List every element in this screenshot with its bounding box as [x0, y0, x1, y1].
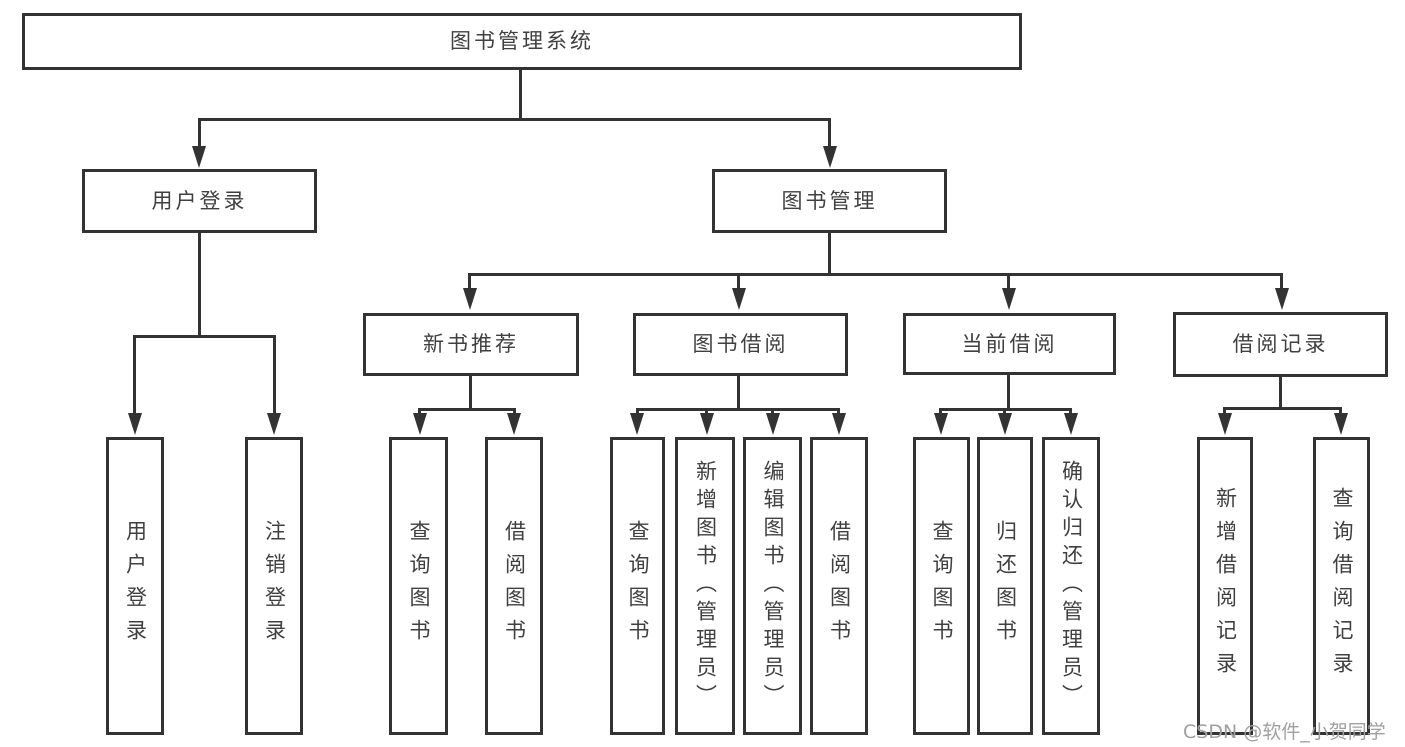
- leaf-logout: 注销登录: [245, 437, 303, 735]
- node-label: 图书管理: [781, 188, 878, 213]
- node-user-login: 用户登录: [82, 169, 317, 233]
- connector-line: [418, 408, 421, 416]
- connector-line: [636, 408, 639, 416]
- leaf-return-book: 归还图书: [977, 437, 1033, 735]
- connector-line: [1280, 273, 1283, 290]
- node-label: 当前借阅: [961, 331, 1058, 356]
- node-label: 归还图书: [993, 520, 1018, 652]
- node-label: 编辑图书（管理员）: [761, 460, 785, 712]
- leaf-confirm-return-admin: 确认归还（管理员）: [1042, 437, 1100, 735]
- arrow-down-icon: [832, 413, 846, 435]
- leaf-borrow-books-recommend: 借阅图书: [485, 437, 543, 735]
- arrow-down-icon: [934, 413, 948, 435]
- connector-line: [468, 273, 471, 290]
- node-label: 图书管理系统: [450, 29, 594, 53]
- arrow-down-icon: [823, 146, 837, 168]
- connector-line: [837, 408, 840, 416]
- connector-line: [469, 273, 1283, 276]
- connector-line: [198, 233, 201, 335]
- connector-line: [939, 408, 942, 416]
- connector-line: [1223, 407, 1342, 410]
- leaf-query-borrow-record: 查询借阅记录: [1313, 437, 1370, 735]
- arrow-down-icon: [732, 288, 746, 310]
- connector-line: [1007, 273, 1010, 290]
- connector-line: [636, 408, 840, 411]
- arrow-down-icon: [463, 288, 477, 310]
- arrow-down-icon: [267, 413, 281, 435]
- leaf-add-borrow-record: 新增借阅记录: [1197, 437, 1253, 735]
- node-label: 用户登录: [151, 188, 248, 213]
- node-borrow-records: 借阅记录: [1173, 312, 1388, 377]
- connector-line: [133, 335, 276, 338]
- connector-line: [469, 376, 472, 410]
- connector-line: [771, 408, 774, 416]
- arrow-down-icon: [998, 413, 1012, 435]
- connector-line: [198, 118, 831, 121]
- node-root-library-system: 图书管理系统: [22, 13, 1022, 70]
- connector-line: [418, 408, 516, 411]
- node-label: 用户登录: [123, 520, 148, 652]
- node-label: 图书借阅: [692, 332, 789, 356]
- arrow-down-icon: [1064, 413, 1078, 435]
- node-label: 查询图书: [626, 520, 650, 652]
- leaf-edit-book-admin: 编辑图书（管理员）: [743, 437, 802, 735]
- arrow-down-icon: [507, 413, 521, 435]
- connector-line: [1339, 407, 1342, 416]
- connector-line: [198, 118, 201, 148]
- connector-line: [1223, 407, 1226, 416]
- leaf-query-books-recommend: 查询图书: [389, 437, 448, 735]
- connector-line: [828, 233, 831, 273]
- arrow-down-icon: [128, 413, 142, 435]
- connector-line: [519, 70, 522, 120]
- connector-line: [737, 376, 740, 410]
- node-label: 借阅图书: [502, 520, 527, 652]
- connector-line: [513, 408, 516, 416]
- node-label: 注销登录: [262, 520, 287, 652]
- arrow-down-icon: [1002, 288, 1016, 310]
- leaf-query-books-borrowing: 查询图书: [610, 437, 665, 735]
- arrow-down-icon: [630, 413, 644, 435]
- connector-line: [133, 335, 136, 415]
- connector-line: [828, 118, 831, 148]
- node-label: 借阅记录: [1232, 332, 1329, 356]
- connector-line: [1003, 408, 1006, 416]
- arrow-down-icon: [700, 413, 714, 435]
- connector-line: [705, 408, 708, 416]
- connector-line: [273, 335, 276, 415]
- node-label: 新增借阅记录: [1213, 487, 1238, 685]
- arrow-down-icon: [1334, 413, 1348, 435]
- node-label: 查询图书: [930, 520, 954, 652]
- leaf-query-books-current: 查询图书: [913, 437, 970, 735]
- leaf-borrow-books: 借阅图书: [810, 437, 868, 735]
- csdn-watermark: CSDN @软件_小贺同学: [1183, 721, 1386, 743]
- arrow-down-icon: [1218, 413, 1232, 435]
- node-label: 新书推荐: [423, 332, 519, 356]
- node-current-borrowing: 当前借阅: [903, 313, 1116, 375]
- node-label: 查询图书: [407, 520, 431, 652]
- connector-line: [737, 273, 740, 290]
- node-book-borrowing: 图书借阅: [633, 313, 848, 376]
- node-book-management: 图书管理: [712, 169, 947, 233]
- connector-line: [1007, 375, 1010, 410]
- leaf-user-login: 用户登录: [106, 437, 164, 735]
- node-label: 查询借阅记录: [1330, 487, 1354, 685]
- leaf-add-book-admin: 新增图书（管理员）: [675, 437, 735, 735]
- arrow-down-icon: [413, 413, 427, 435]
- connector-line: [1069, 408, 1072, 416]
- node-label: 新增图书（管理员）: [693, 460, 718, 712]
- node-new-book-recommend: 新书推荐: [363, 313, 579, 376]
- arrow-down-icon: [192, 146, 206, 168]
- arrow-down-icon: [1275, 288, 1289, 310]
- connector-line: [1279, 377, 1282, 410]
- node-label: 确认归还（管理员）: [1059, 460, 1084, 712]
- node-label: 借阅图书: [827, 520, 852, 652]
- arrow-down-icon: [766, 413, 780, 435]
